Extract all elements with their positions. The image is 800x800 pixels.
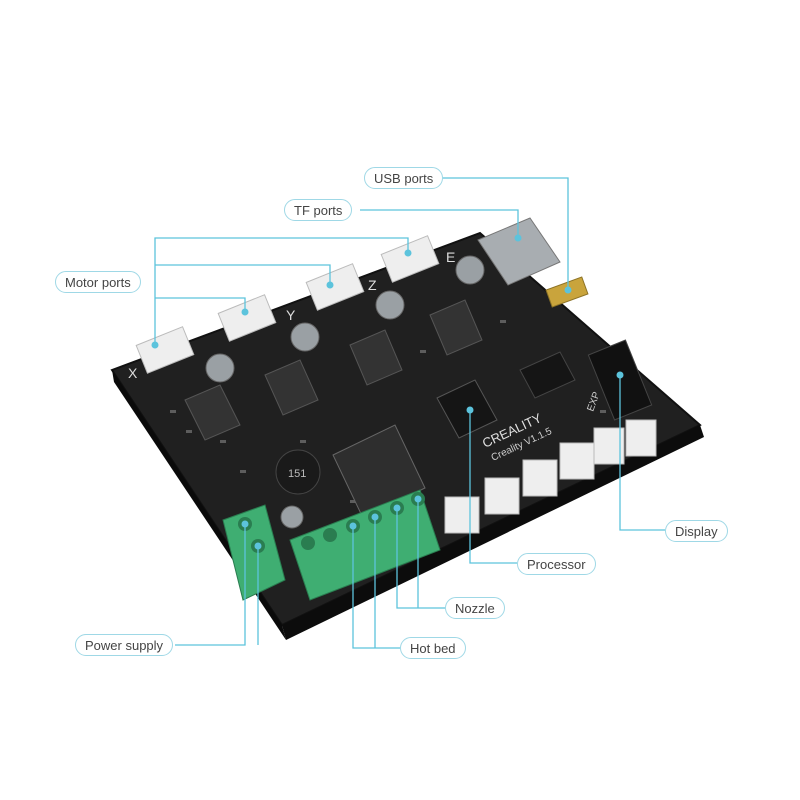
motor-connectors xyxy=(135,235,440,374)
display-label: Display xyxy=(665,520,728,542)
axis-x-label: X xyxy=(128,365,138,381)
tf-ports-label: TF ports xyxy=(284,199,353,221)
power-supply-label: Power supply xyxy=(75,634,174,656)
stepper-heatsinks xyxy=(184,299,483,441)
bottom-connectors xyxy=(444,419,657,534)
callout-dots xyxy=(151,234,624,550)
inductor-label: 151 xyxy=(288,468,306,480)
processor-label: Processor xyxy=(517,553,596,575)
main-heatsink xyxy=(332,424,426,519)
callout-lines xyxy=(154,177,665,649)
secondary-chip xyxy=(519,351,576,399)
usb-ports-label: USB ports xyxy=(364,167,444,189)
hot-bed-label: Hot bed xyxy=(400,637,466,659)
motor-ports-label: Motor ports xyxy=(55,271,141,293)
axis-y-label: Y xyxy=(286,307,296,323)
tf-card-slot xyxy=(477,217,561,286)
capacitors xyxy=(205,255,485,529)
nozzle-label: Nozzle xyxy=(445,597,505,619)
inductor xyxy=(275,449,321,495)
axis-z-label: Z xyxy=(368,277,377,293)
axis-e-label: E xyxy=(446,249,455,265)
